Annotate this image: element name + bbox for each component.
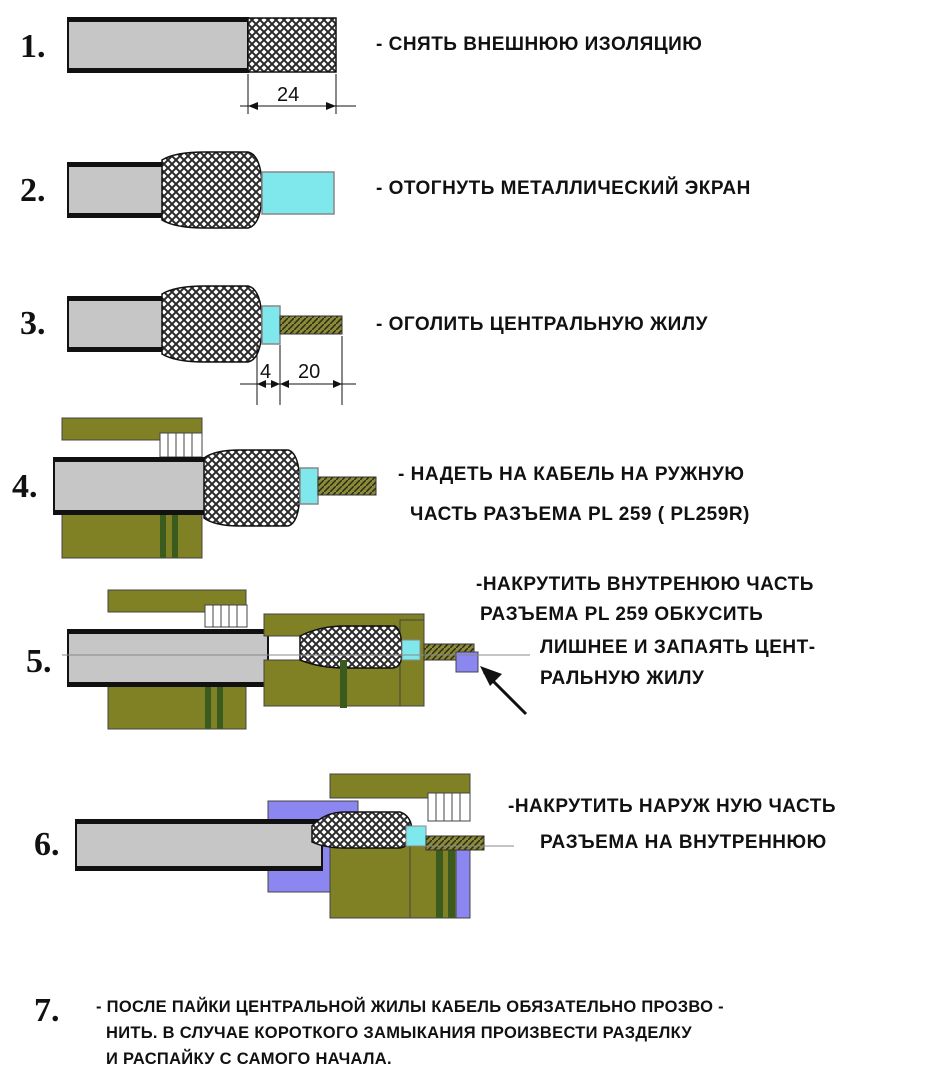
step-5-instruction-line-3: ЛИШНЕЕ И ЗАПАЯТЬ ЦЕНТ- bbox=[540, 637, 816, 658]
final-note-line-2: НИТЬ. В СЛУЧАЕ КОРОТКОГО ЗАМЫКАНИЯ ПРОИЗ… bbox=[106, 1024, 692, 1042]
step-1-cable bbox=[67, 17, 356, 114]
step-2-instruction: - ОТОГНУТЬ МЕТАЛЛИЧЕСКИЙ ЭКРАН bbox=[376, 178, 751, 199]
step-2-number: 2. bbox=[20, 172, 46, 209]
step-4-instruction-line-1: - НАДЕТЬ НА КАБЕЛЬ НА РУЖНУЮ bbox=[398, 464, 745, 485]
step-2-cable bbox=[67, 151, 335, 229]
step-3-instruction: - ОГОЛИТЬ ЦЕНТРАЛЬНУЮ ЖИЛУ bbox=[376, 314, 708, 335]
dimension-dielectric-length: 4 bbox=[260, 361, 271, 383]
step-5-instruction-line-4: РАЛЬНУЮ ЖИЛУ bbox=[540, 668, 705, 689]
dimension-core-length: 20 bbox=[298, 361, 320, 383]
dimension-strip-length: 24 bbox=[277, 84, 299, 106]
step-4-instruction-line-2: ЧАСТЬ РАЗЪЕМА PL 259 ( PL259R) bbox=[410, 504, 750, 525]
step-6-instruction-line-1: -НАКРУТИТЬ НАРУЖ НУЮ ЧАСТЬ bbox=[508, 796, 837, 817]
step-5-number: 5. bbox=[26, 643, 52, 680]
step-6-instruction-line-2: РАЗЪЕМА НА ВНУТРЕННЮЮ bbox=[540, 832, 827, 853]
step-1-number: 1. bbox=[20, 28, 46, 65]
step-3-cable bbox=[67, 285, 356, 405]
step-6-cable bbox=[75, 773, 514, 919]
step-5-cable bbox=[62, 589, 530, 730]
step-5-instruction-line-1: -НАКРУТИТЬ ВНУТРЕНЮЮ ЧАСТЬ bbox=[476, 574, 814, 595]
final-note-line-1: - ПОСЛЕ ПАЙКИ ЦЕНТРАЛЬНОЙ ЖИЛЫ КАБЕЛЬ ОБ… bbox=[96, 998, 724, 1016]
step-7-number: 7. bbox=[34, 992, 60, 1029]
step-1-instruction: - СНЯТЬ ВНЕШНЮЮ ИЗОЛЯЦИЮ bbox=[376, 34, 703, 55]
final-note-line-3: И РАСПАЙКУ С САМОГО НАЧАЛА. bbox=[106, 1050, 392, 1068]
step-4-number: 4. bbox=[12, 468, 38, 505]
step-5-instruction-line-2: РАЗЪЕМА PL 259 ОБКУСИТЬ bbox=[480, 604, 764, 625]
step-3-number: 3. bbox=[20, 305, 46, 342]
step-4-cable bbox=[53, 417, 377, 559]
step-6-number: 6. bbox=[34, 826, 60, 863]
